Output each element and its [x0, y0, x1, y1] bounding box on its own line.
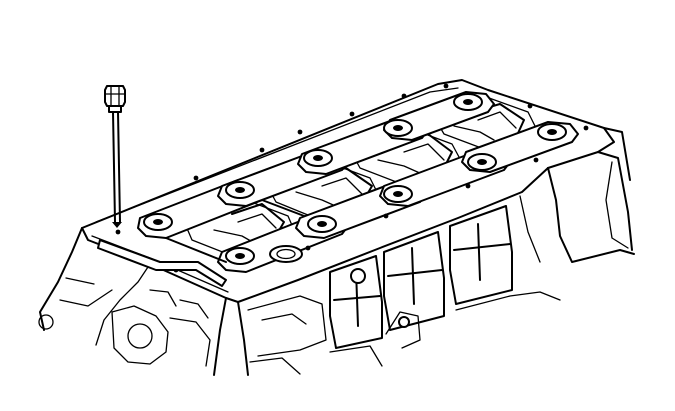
side-web-2 — [383, 231, 445, 331]
bearing-cap-boss-3 — [383, 119, 497, 171]
bolt — [104, 85, 126, 228]
seal-ring — [269, 245, 303, 263]
lower-side-details — [247, 291, 561, 375]
bearing-cap-boss-4 — [453, 93, 567, 141]
side-web-1 — [329, 255, 383, 349]
side-web-3 — [449, 205, 513, 305]
bearing-cap-boss-1 — [143, 181, 337, 265]
bearing-cap-boss-2 — [303, 149, 413, 203]
deck-slot — [97, 239, 227, 287]
bolt-shank — [112, 111, 122, 228]
bolt-head — [104, 85, 126, 113]
deck-bolt-holes — [115, 83, 589, 273]
